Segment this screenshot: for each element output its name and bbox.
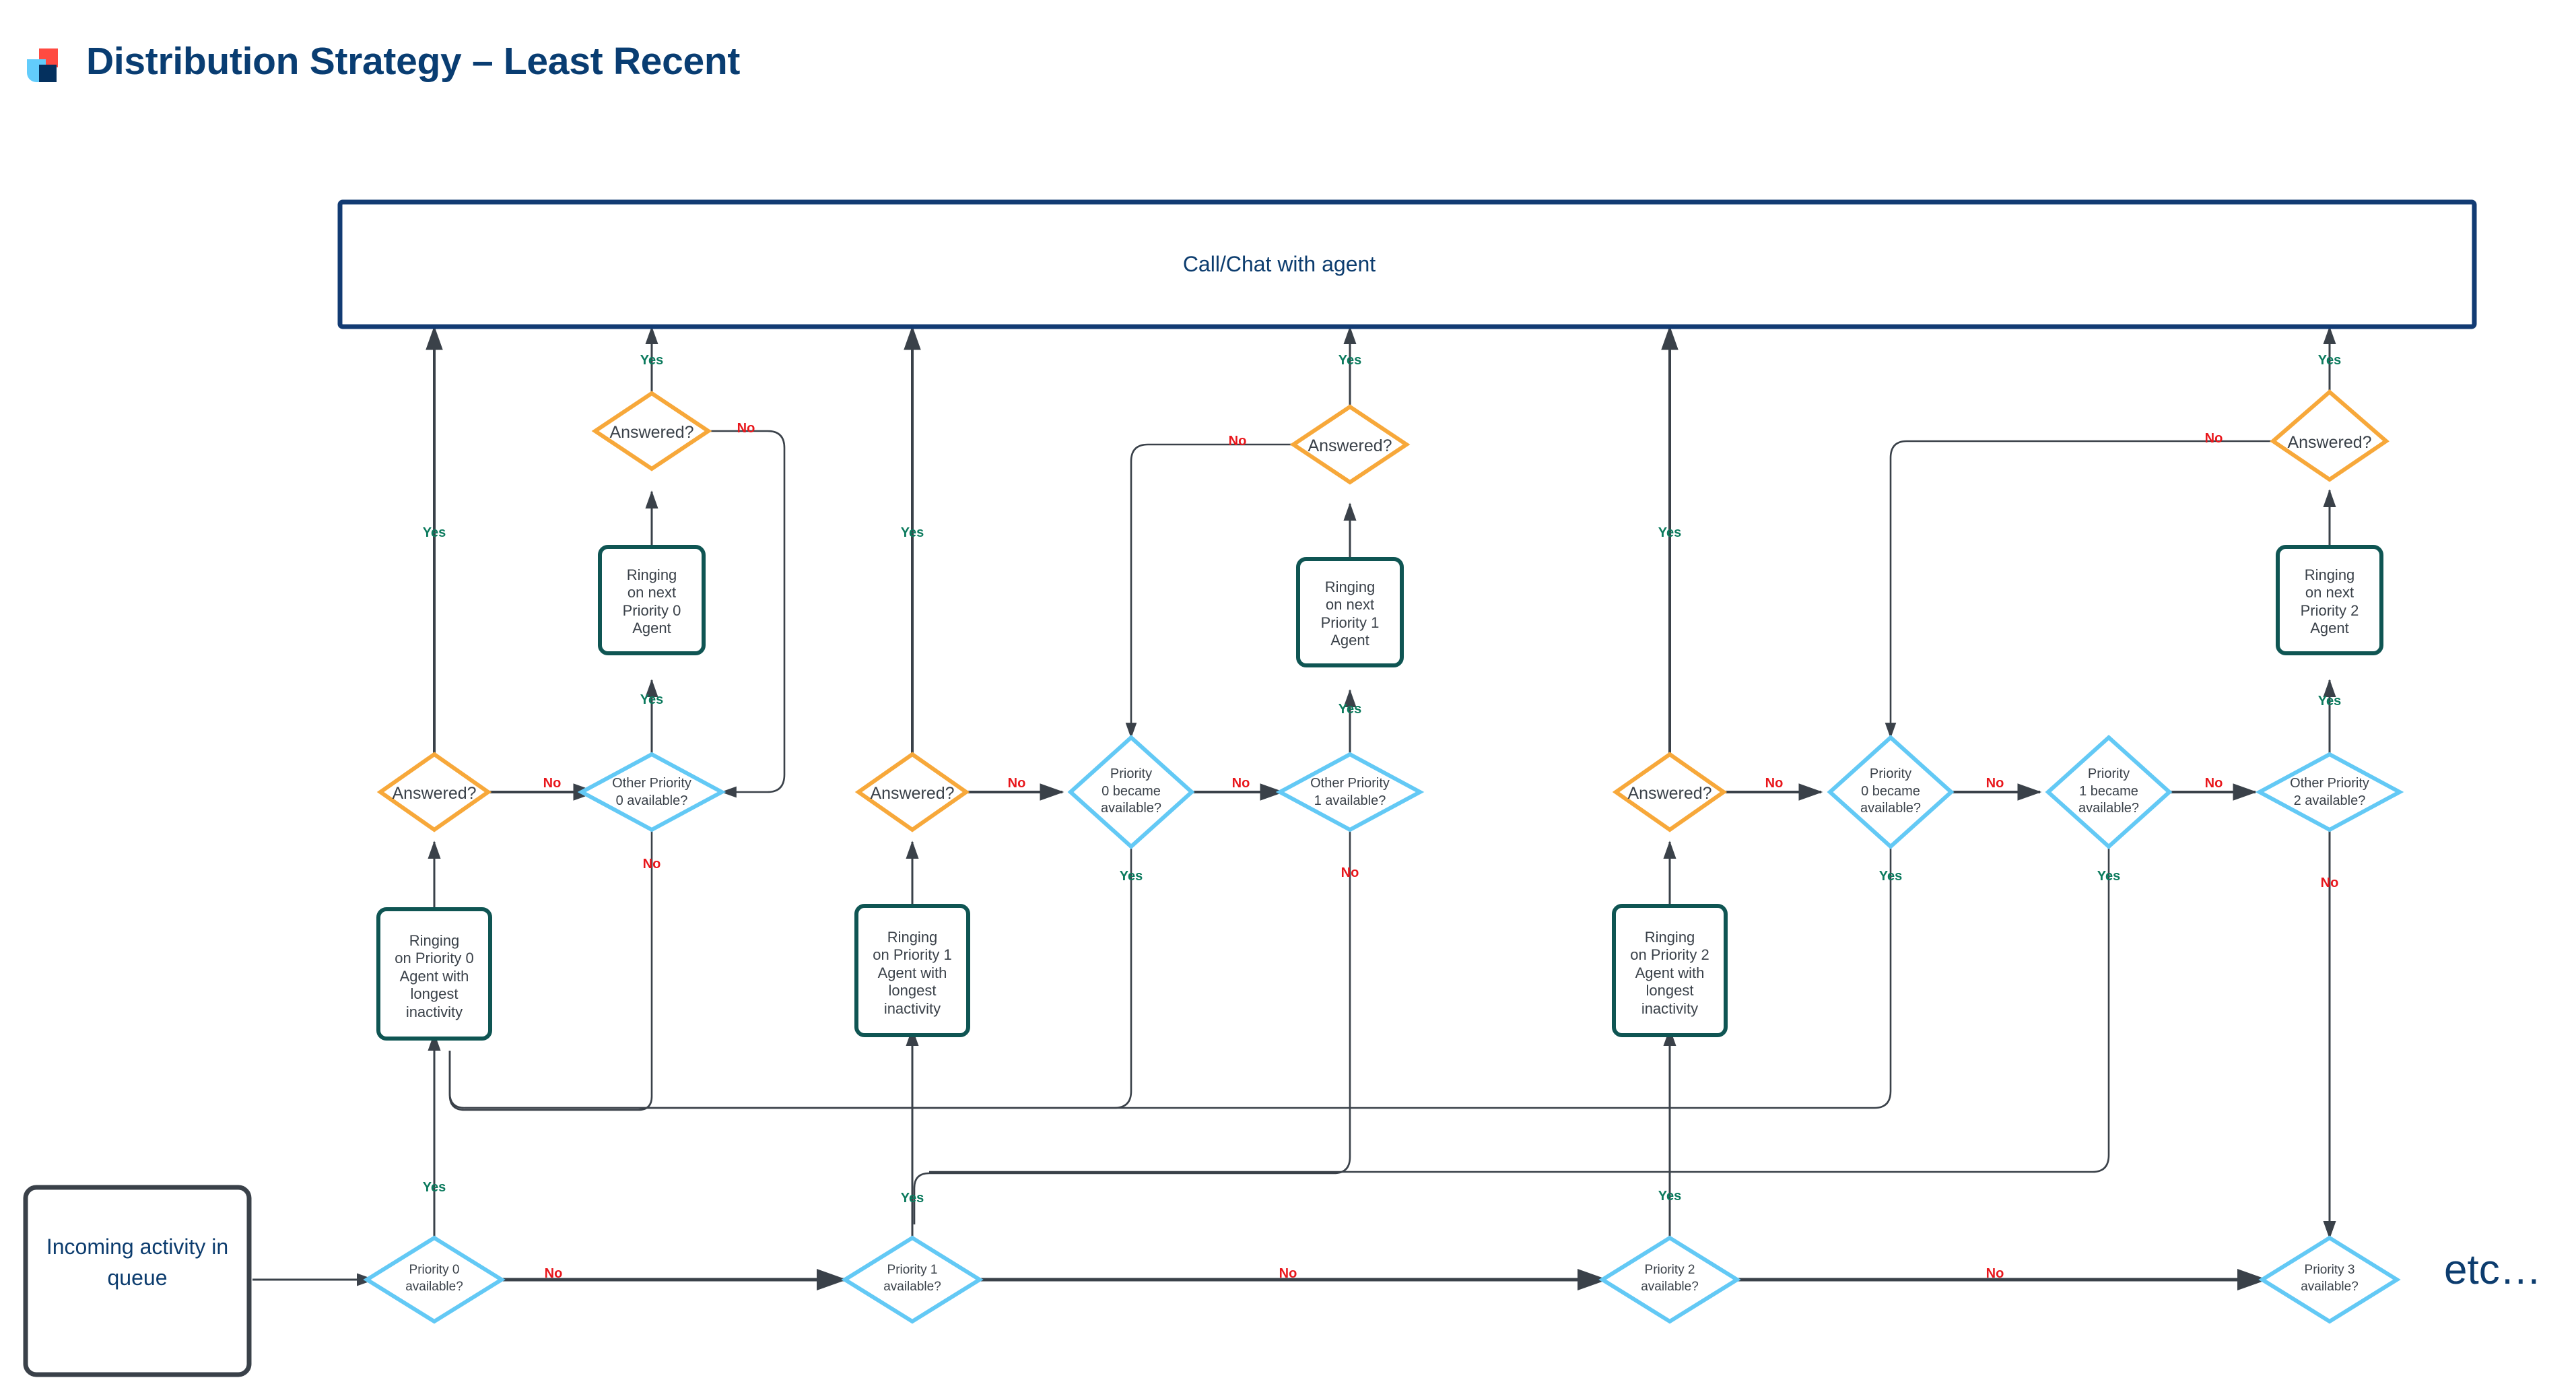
call-chat-box-label: Call/Chat with agent bbox=[1182, 252, 1376, 276]
etc-label: etc… bbox=[2444, 1247, 2542, 1293]
page-header: Distribution Strategy – Least Recent bbox=[0, 0, 2576, 128]
incoming-activity-box-label: Incoming activity in queue bbox=[46, 1235, 229, 1290]
logo-icon bbox=[27, 48, 58, 82]
page-title: Distribution Strategy – Least Recent bbox=[86, 40, 741, 83]
